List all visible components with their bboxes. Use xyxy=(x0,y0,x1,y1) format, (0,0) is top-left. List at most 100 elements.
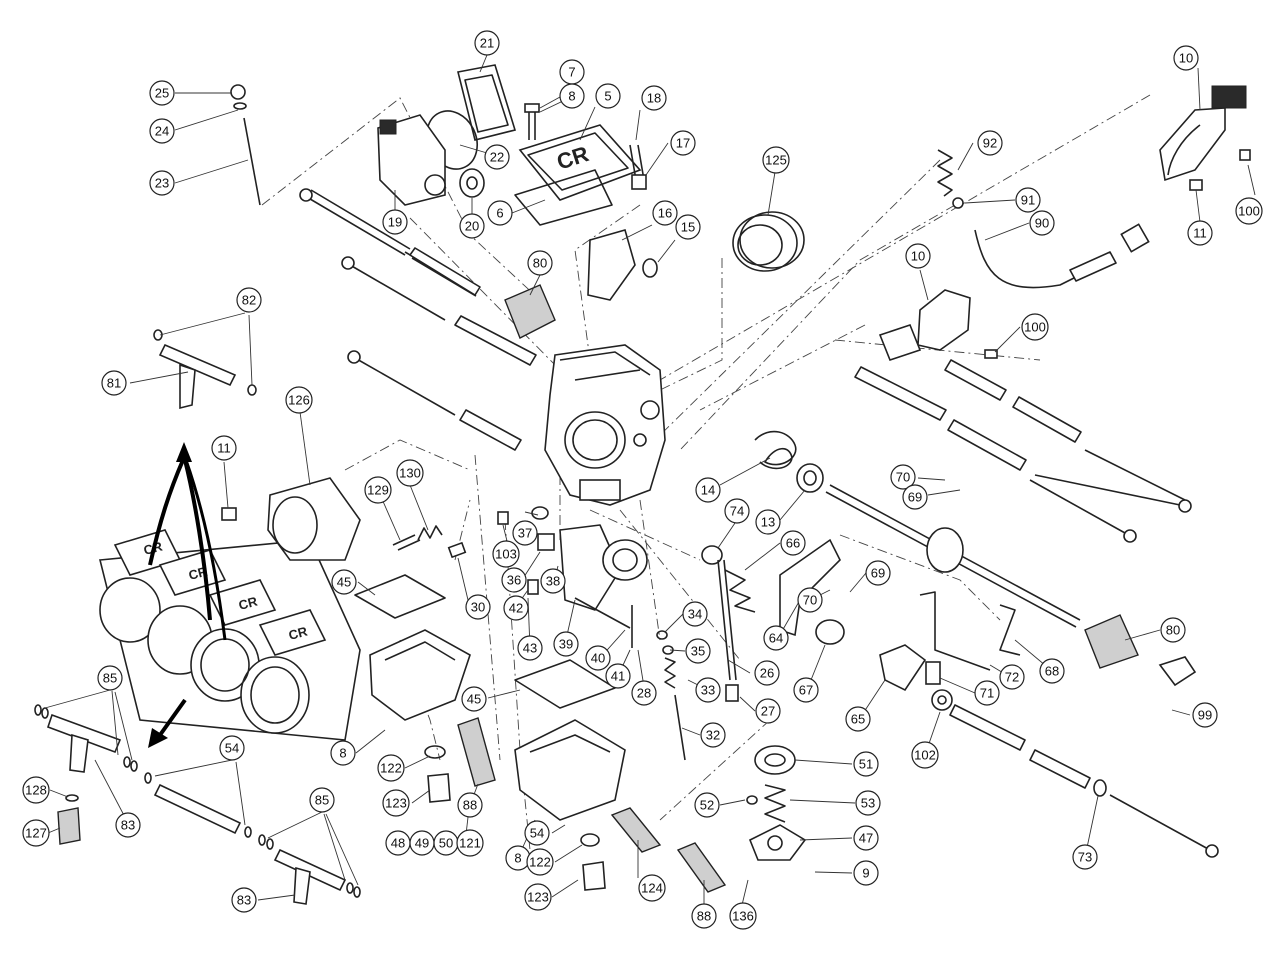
svg-text:136: 136 xyxy=(732,909,754,924)
callout-48: 48 xyxy=(385,830,411,856)
callout-130: 130 xyxy=(396,459,424,487)
callout-43: 43 xyxy=(517,635,543,661)
svg-text:17: 17 xyxy=(676,136,690,151)
callout-8: 8 xyxy=(330,740,356,766)
callout-49: 49 xyxy=(409,830,435,856)
svg-text:8: 8 xyxy=(339,746,346,761)
callout-41: 41 xyxy=(605,663,631,689)
svg-text:30: 30 xyxy=(471,600,485,615)
callout-13: 13 xyxy=(755,509,781,535)
cap-marking: CR xyxy=(237,593,260,613)
svg-text:69: 69 xyxy=(908,490,922,505)
callout-88: 88 xyxy=(691,903,717,929)
callout-80: 80 xyxy=(1160,617,1186,643)
assembled-carburetor-bank: CR CR CR CR xyxy=(98,442,361,748)
svg-text:26: 26 xyxy=(760,666,774,681)
callout-129: 129 xyxy=(364,476,392,504)
callout-23: 23 xyxy=(149,170,175,196)
svg-text:14: 14 xyxy=(701,483,715,498)
throttle-linkage xyxy=(701,85,1251,797)
svg-text:34: 34 xyxy=(688,607,702,622)
svg-text:92: 92 xyxy=(983,136,997,151)
callout-20: 20 xyxy=(459,213,485,239)
inlet-adapter xyxy=(221,477,467,561)
assembly-guide-lines xyxy=(261,94,1151,851)
callout-68: 68 xyxy=(1039,658,1065,684)
callout-72: 72 xyxy=(999,664,1025,690)
callout-16: 16 xyxy=(652,200,678,226)
svg-text:9: 9 xyxy=(862,866,869,881)
svg-text:35: 35 xyxy=(691,644,705,659)
callout-8: 8 xyxy=(559,83,585,109)
svg-text:16: 16 xyxy=(658,206,672,221)
callout-74: 74 xyxy=(724,498,750,524)
svg-text:39: 39 xyxy=(559,637,573,652)
callout-100: 100 xyxy=(1021,313,1049,341)
callout-102: 102 xyxy=(911,741,939,769)
svg-text:13: 13 xyxy=(761,515,775,530)
callout-7: 7 xyxy=(559,59,585,85)
svg-text:85: 85 xyxy=(315,793,329,808)
callout-50: 50 xyxy=(433,830,459,856)
callout-53: 53 xyxy=(855,790,881,816)
svg-text:121: 121 xyxy=(459,836,481,851)
svg-text:73: 73 xyxy=(1078,850,1092,865)
pilot-screw-assembly xyxy=(230,84,261,206)
callout-128: 128 xyxy=(22,776,50,804)
callout-22: 22 xyxy=(484,144,510,170)
svg-text:5: 5 xyxy=(604,89,611,104)
callout-11: 11 xyxy=(1187,220,1213,246)
callout-99: 99 xyxy=(1192,702,1218,728)
callout-66: 66 xyxy=(780,530,806,556)
svg-text:130: 130 xyxy=(399,466,421,481)
callout-21: 21 xyxy=(474,30,500,56)
callout-71: 71 xyxy=(974,680,1000,706)
float-bowls xyxy=(354,574,727,893)
callout-33: 33 xyxy=(695,677,721,703)
callout-69: 69 xyxy=(902,484,928,510)
callout-81: 81 xyxy=(101,370,127,396)
svg-text:23: 23 xyxy=(155,176,169,191)
callout-91: 91 xyxy=(1015,187,1041,213)
svg-text:33: 33 xyxy=(701,683,715,698)
callout-64: 64 xyxy=(763,625,789,651)
svg-text:67: 67 xyxy=(799,683,813,698)
svg-text:72: 72 xyxy=(1005,670,1019,685)
callout-30: 30 xyxy=(465,594,491,620)
svg-text:64: 64 xyxy=(769,631,783,646)
callout-15: 15 xyxy=(675,214,701,240)
callout-123: 123 xyxy=(524,883,552,911)
svg-text:80: 80 xyxy=(1166,623,1180,638)
callout-52: 52 xyxy=(694,792,720,818)
svg-text:53: 53 xyxy=(861,796,875,811)
callout-17: 17 xyxy=(670,130,696,156)
svg-text:100: 100 xyxy=(1238,204,1260,219)
callout-24: 24 xyxy=(149,118,175,144)
svg-text:21: 21 xyxy=(480,36,494,51)
callouts: 25 24 23 21 22 19 20 7 8 5 6 18 17 16 15… xyxy=(22,30,1263,930)
callout-28: 28 xyxy=(631,680,657,706)
callout-88: 88 xyxy=(457,792,483,818)
svg-text:82: 82 xyxy=(242,293,256,308)
svg-text:123: 123 xyxy=(527,890,549,905)
svg-text:52: 52 xyxy=(700,798,714,813)
callout-70: 70 xyxy=(890,464,916,490)
callout-124: 124 xyxy=(638,874,666,902)
callout-8: 8 xyxy=(505,845,531,871)
callout-73: 73 xyxy=(1072,844,1098,870)
callout-122: 122 xyxy=(377,754,405,782)
svg-text:65: 65 xyxy=(851,712,865,727)
accelerator-pump xyxy=(746,745,807,861)
svg-text:22: 22 xyxy=(490,150,504,165)
svg-text:85: 85 xyxy=(103,671,117,686)
svg-text:66: 66 xyxy=(786,536,800,551)
svg-text:8: 8 xyxy=(568,89,575,104)
svg-text:47: 47 xyxy=(859,831,873,846)
svg-text:102: 102 xyxy=(914,748,936,763)
callout-83: 83 xyxy=(231,887,257,913)
svg-text:70: 70 xyxy=(896,470,910,485)
callout-35: 35 xyxy=(685,638,711,664)
svg-text:122: 122 xyxy=(380,761,402,776)
svg-text:48: 48 xyxy=(391,836,405,851)
